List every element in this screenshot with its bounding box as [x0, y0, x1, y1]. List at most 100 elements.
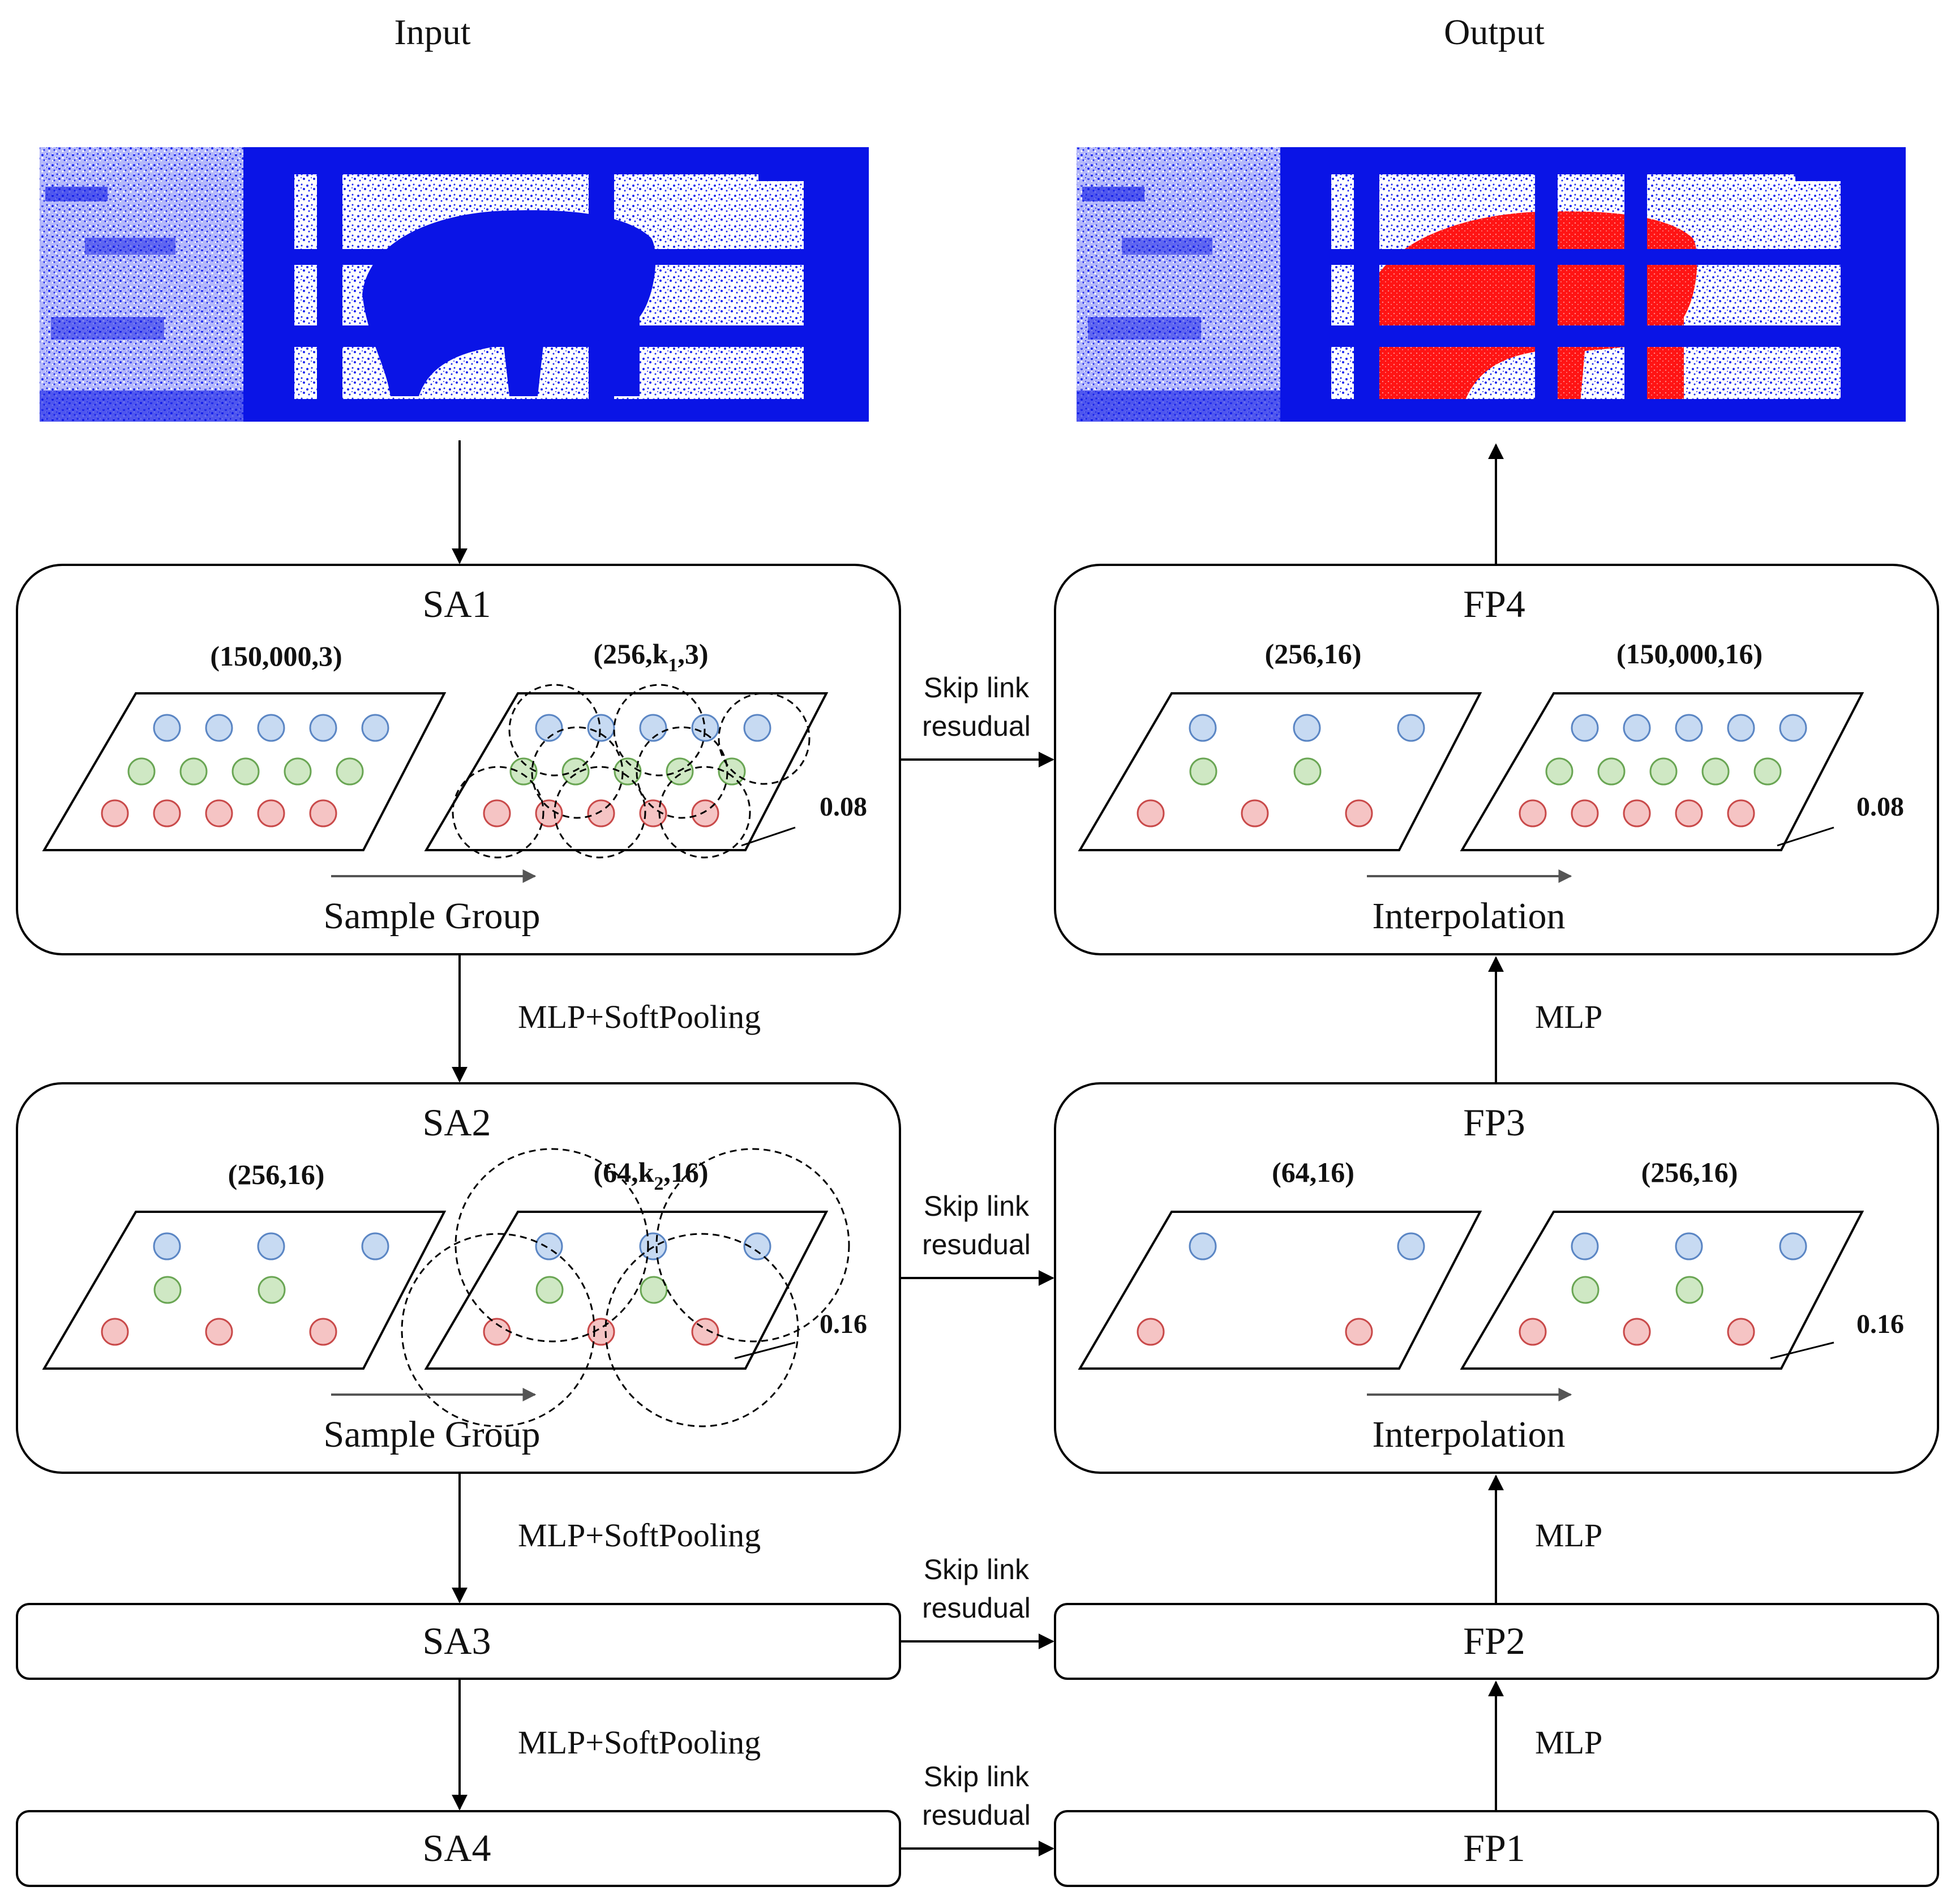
- green-point: [509, 757, 538, 786]
- skip-label-1: Skip link resudual: [922, 672, 1031, 742]
- blue-point: [1779, 714, 1807, 742]
- red-point: [257, 799, 285, 827]
- blue-point: [1675, 1232, 1703, 1260]
- blue-point: [205, 714, 233, 742]
- red-point: [153, 799, 181, 827]
- output-segmented-point-cloud: [1077, 147, 1906, 422]
- sa1-title: SA1: [423, 582, 491, 625]
- fp3-right-dims: (256,16): [1641, 1156, 1738, 1188]
- blue-point: [535, 1232, 563, 1260]
- red-point: [101, 799, 129, 827]
- blue-point: [309, 714, 337, 742]
- sa2-title: SA2: [423, 1101, 491, 1144]
- fp3-title: FP3: [1463, 1101, 1525, 1144]
- label-mlp-1: MLP: [1535, 998, 1602, 1035]
- label-mlp-2: MLP: [1535, 1517, 1602, 1554]
- fp3-caption: Interpolation: [1373, 1414, 1566, 1455]
- fp4-right-points: [1519, 714, 1807, 827]
- label-mlp-softpooling-3: MLP+SoftPooling: [518, 1724, 761, 1761]
- red-point: [205, 1318, 233, 1346]
- fp3-right-points: [1519, 1232, 1807, 1346]
- fp2-box: [1054, 1603, 1939, 1680]
- label-mlp-softpooling-1: MLP+SoftPooling: [518, 998, 761, 1035]
- red-point: [1137, 1318, 1165, 1346]
- sa3-title: SA3: [423, 1619, 491, 1662]
- sa1-right-plane: [424, 692, 829, 851]
- green-point: [179, 757, 208, 786]
- sa1-right-dims: (256,k1,3): [593, 638, 708, 676]
- sa3-box: [16, 1603, 901, 1680]
- svg-text:resudual: resudual: [922, 710, 1031, 742]
- sa1-caption: Sample Group: [323, 895, 540, 937]
- green-point: [1597, 757, 1626, 786]
- blue-point: [1675, 714, 1703, 742]
- red-point: [309, 799, 337, 827]
- blue-point: [1571, 1232, 1599, 1260]
- svg-text:Skip link: Skip link: [924, 1761, 1030, 1792]
- fp2-title: FP2: [1463, 1619, 1525, 1662]
- blue-point: [743, 1232, 771, 1260]
- svg-text:Skip link: Skip link: [924, 1554, 1030, 1585]
- red-point: [1519, 1318, 1547, 1346]
- green-point: [336, 757, 364, 786]
- blue-point: [153, 1232, 181, 1260]
- sa4-title: SA4: [423, 1826, 491, 1869]
- sa1-grouping-circles: [452, 684, 811, 859]
- red-point: [1345, 799, 1373, 827]
- fp4-title: FP4: [1463, 582, 1525, 625]
- blue-point: [257, 714, 285, 742]
- blue-point: [257, 1232, 285, 1260]
- blue-point: [639, 714, 667, 742]
- fp3-radius: 0.16: [1856, 1309, 1904, 1339]
- red-point: [1623, 799, 1651, 827]
- red-point: [1623, 1318, 1651, 1346]
- sa2-left-plane: [42, 1211, 447, 1370]
- svg-text:resudual: resudual: [922, 1229, 1031, 1260]
- green-point: [1753, 757, 1782, 786]
- fp4-left-dims: (256,16): [1265, 638, 1362, 670]
- blue-point: [1397, 714, 1425, 742]
- sa2-right-dims: (64,k2,16): [593, 1156, 708, 1194]
- red-point: [1519, 799, 1547, 827]
- blue-point: [1779, 1232, 1807, 1260]
- blue-point: [1189, 1232, 1217, 1260]
- svg-text:resudual: resudual: [922, 1799, 1031, 1831]
- blue-point: [743, 714, 771, 742]
- sa2-left-points: [101, 1232, 389, 1346]
- red-point: [101, 1318, 129, 1346]
- skip-label-2: Skip link resudual: [922, 1190, 1031, 1260]
- fp4-box: [1054, 564, 1939, 955]
- fp4-left-plane: [1078, 692, 1482, 851]
- fp4-caption: Interpolation: [1373, 895, 1566, 937]
- green-point: [1649, 757, 1678, 786]
- green-point: [1701, 757, 1730, 786]
- blue-point: [1727, 714, 1755, 742]
- sa2-radius: 0.16: [820, 1309, 867, 1339]
- fp3-box: [1054, 1082, 1939, 1474]
- skip-label-4: Skip link resudual: [922, 1761, 1031, 1831]
- red-point: [483, 1318, 511, 1346]
- red-point: [1137, 799, 1165, 827]
- red-point: [483, 799, 511, 827]
- fp3-left-plane: [1078, 1211, 1482, 1370]
- fp3-right-plane: [1460, 1211, 1864, 1370]
- label-mlp-3: MLP: [1535, 1724, 1602, 1761]
- fp4-left-points: [1137, 714, 1425, 827]
- skip-label-3: Skip link resudual: [922, 1554, 1031, 1624]
- green-point: [1675, 1276, 1704, 1304]
- blue-point: [361, 714, 389, 742]
- green-point: [1545, 757, 1573, 786]
- sa2-caption: Sample Group: [323, 1414, 540, 1455]
- blue-point: [1397, 1232, 1425, 1260]
- sa2-grouping-circles: [401, 1148, 850, 1427]
- blue-point: [1623, 714, 1651, 742]
- fp3-left-dims: (64,16): [1272, 1156, 1354, 1188]
- sa1-left-points: [101, 714, 389, 827]
- red-point: [1727, 799, 1755, 827]
- red-point: [1241, 799, 1269, 827]
- green-point: [284, 757, 312, 786]
- sa1-left-plane: [42, 692, 447, 851]
- red-point: [309, 1318, 337, 1346]
- green-point: [640, 1276, 668, 1304]
- sa1-radius: 0.08: [820, 792, 867, 822]
